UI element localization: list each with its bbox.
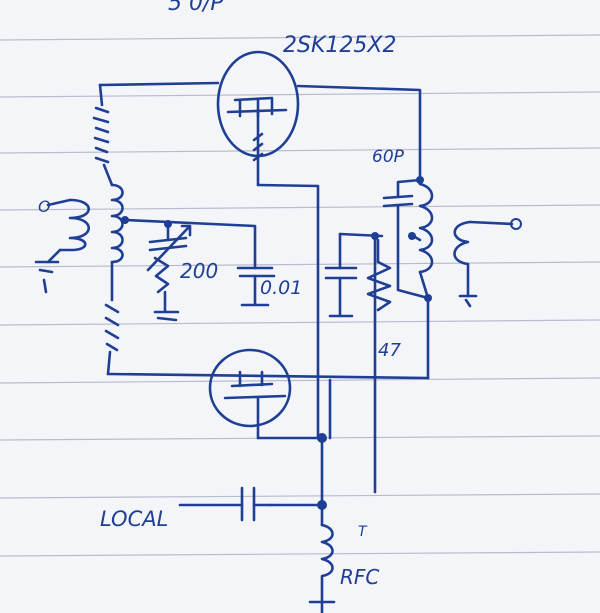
local-coupling-capacitor [178, 486, 272, 522]
lower-jfet-symbol [208, 348, 292, 440]
output-tank [382, 176, 434, 302]
cap-value-label: 0.01 [260, 277, 302, 299]
trimmer-capacitor [146, 220, 192, 322]
wiring [98, 81, 430, 527]
right-ground-capacitor [324, 232, 358, 318]
local-label: LOCAL [100, 507, 168, 531]
rf-choke [308, 523, 336, 613]
cap-60p-label: 60P [372, 147, 405, 167]
transistor-label: 2SK125X2 [283, 33, 396, 58]
rfc-label: RFC [340, 565, 379, 589]
left-coil [92, 83, 129, 376]
resistor-value-label: 47 [378, 340, 401, 361]
upper-jfet-symbol [216, 50, 300, 187]
bypass-capacitor-001 [236, 260, 276, 307]
top-partial-label: 5 0/P [168, 0, 224, 16]
t-marker-label: T [358, 524, 368, 540]
link-coil [34, 198, 90, 294]
trimmer-value-label: 200 [180, 259, 218, 283]
o-marker-label: O [38, 197, 51, 216]
output-link-coil [453, 218, 522, 308]
resistor-47 [366, 232, 392, 312]
